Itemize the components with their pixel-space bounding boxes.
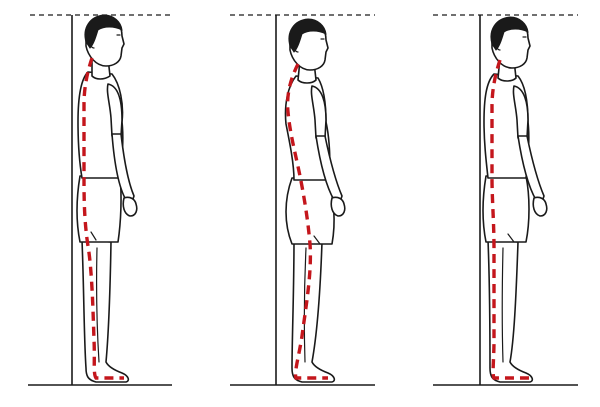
shorts-fold xyxy=(90,231,97,241)
standing-figure xyxy=(76,14,138,383)
standing-figure xyxy=(284,18,346,383)
head-hair xyxy=(288,18,327,53)
shorts xyxy=(482,175,530,243)
ear xyxy=(294,43,299,53)
hand xyxy=(330,196,346,217)
standing-figure xyxy=(482,16,548,383)
leg-split-line xyxy=(96,247,100,363)
shorts-fold xyxy=(507,233,515,243)
spine-curve-line xyxy=(285,63,328,380)
head-hair xyxy=(490,16,529,51)
hand xyxy=(532,196,548,217)
spine-curve-line xyxy=(490,59,530,380)
ear xyxy=(496,41,501,51)
panel-2 xyxy=(230,14,375,386)
legs xyxy=(487,239,534,383)
legs xyxy=(81,239,130,383)
spine-curve-line xyxy=(82,57,124,380)
hand xyxy=(122,196,138,217)
panel-3 xyxy=(433,14,578,386)
panel-1 xyxy=(28,14,172,386)
ear xyxy=(90,39,95,49)
head-hair xyxy=(84,14,123,49)
legs xyxy=(291,239,336,383)
leg-split-line xyxy=(501,247,504,363)
shorts-fold xyxy=(313,235,321,245)
